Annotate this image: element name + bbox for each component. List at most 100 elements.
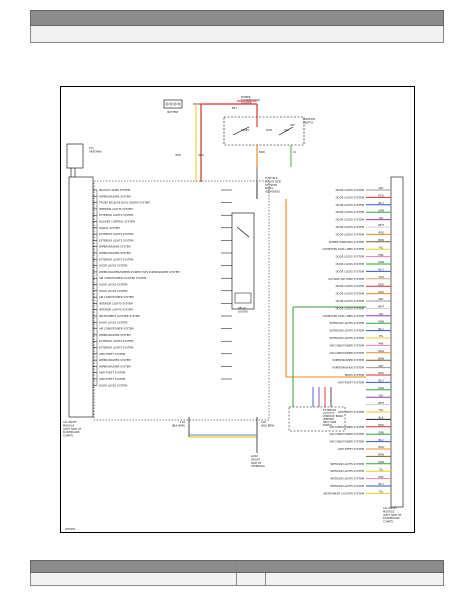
left-entry-label: WIPER/WASHER SYSTEM	[99, 194, 131, 198]
left-entry-label: WIPER/WASHER SYSTEM	[99, 245, 131, 249]
right-entry-label: SEATS SYSTEM	[345, 373, 364, 377]
right-wire-color-label: GRN	[378, 386, 384, 390]
left-entry-label: WIPER/WASHER/WIPERS POWER TILTS PUMP/WAS…	[99, 270, 180, 274]
ignition-switch-box	[223, 116, 305, 146]
left-entry-label: ANTI-THEFT SYSTEM	[99, 371, 125, 375]
right-module-label: MODULE	[383, 509, 395, 513]
ground-label: SIDE OF	[251, 461, 262, 465]
right-entry-label: POWER WINDOWS SYSTEM	[329, 240, 364, 244]
left-entry-label: AIR CONDITIONER SYSTEM	[99, 327, 134, 331]
right-entry-label: INTERIOR LIGHTS SYSTEM	[330, 469, 364, 473]
wire-label: C1	[293, 150, 297, 154]
remote-module-label: WINDOW BAND	[323, 414, 343, 418]
right-entry-label: AIR CONDITIONER SYSTEM	[329, 432, 364, 436]
fuse-block-label: OF INSTR	[265, 183, 277, 187]
right-wire-color-label: YEL	[379, 334, 384, 338]
ground-label: (RIGHT	[251, 457, 261, 461]
relay-box	[231, 212, 255, 310]
left-entry-label: DOOR LOCKS SYSTEM	[99, 289, 127, 293]
right-entry-label: ANTI-THEFT SYSTEM	[338, 447, 364, 451]
wiring-diagram: BATTERYPOWERDISTRIBUTIONSYSTEMREDORGB31I…	[60, 86, 415, 533]
right-entry-label: DOOR LOCKS SYSTEM	[336, 188, 364, 192]
right-wire-color-label: VIO	[379, 216, 384, 220]
right-wire-color-label: RED	[378, 194, 383, 198]
right-entry-label: INTERIOR LIGHTS SYSTEM	[330, 484, 364, 488]
page-footer-subbar	[30, 573, 444, 586]
left-entry-label: BLOWER CONTROL SYSTEM	[99, 220, 135, 224]
right-wire-color-label: BLU	[379, 327, 384, 331]
left-entry-label: EXTERIOR LIGHTS SYSTEM	[99, 213, 133, 217]
right-wire-color-label: BLU	[379, 482, 384, 486]
battery-label: BATTERY	[167, 110, 179, 114]
fuse-block-label: (REMOVED)	[265, 190, 280, 194]
remote-module-label: ACTIVITY	[323, 411, 335, 415]
left-module-label: DASHBOARD	[63, 430, 80, 434]
right-entry-label: AIR CONDITIONER SYSTEM	[329, 425, 364, 429]
relay-label: (DOOR)	[238, 309, 248, 313]
right-entry-label: WIPER/WASHER SYSTEM	[332, 366, 364, 370]
right-wire-color-label: YEL	[379, 408, 384, 412]
page-footer-bar	[30, 560, 444, 573]
fuse-block-label: FUSE BLK	[265, 176, 278, 180]
right-wire-color-label: YEL	[379, 490, 384, 494]
battery-cell	[169, 102, 173, 106]
wire-label: B31	[232, 106, 237, 110]
left-module-label: ALL ENTRY	[63, 420, 77, 424]
page-reference: WF0051	[65, 527, 76, 531]
right-entry-label: EXTERIOR LIGHTS SYSTEM	[330, 321, 364, 325]
left-module-label: (LEFT SIDE OF	[63, 427, 82, 431]
right-wire-color-label: GRY	[378, 297, 384, 301]
right-wire-color-label: BLK	[379, 416, 384, 420]
right-wire-color-label: PNK	[378, 253, 384, 257]
right-wire-color-label: RED	[378, 423, 383, 427]
right-entry-label: WIPER/WASHER SYSTEM	[332, 358, 364, 362]
right-module-label: ALL ENTRY	[383, 506, 397, 510]
right-wire-color-label: BLU	[379, 201, 384, 205]
ignition-switch-label: SWITCH	[303, 120, 313, 124]
left-module-label: MODULE	[63, 423, 75, 427]
right-entry-label: AIR CONDITIONER SYSTEM	[329, 440, 364, 444]
right-wire-color-label: WHT	[378, 223, 385, 227]
left-entry-label: WIPER/WASHER SYSTEM	[99, 333, 131, 337]
right-entry-label: DOOR LOCKS SYSTEM	[336, 195, 364, 199]
left-entry-label: SIGNAL SYSTEM	[99, 226, 120, 230]
right-entry-label: DOOR LOCKS SYSTEM	[336, 284, 364, 288]
right-wire-color-label: GRN	[378, 430, 384, 434]
fuse-block-label: (RIGHT SIDE	[265, 179, 281, 183]
right-entry-label: OUTSIDE AIR TEMP SYSTEM	[328, 277, 364, 281]
left-entry-label: EXTERIOR LIGHTS SYSTEM	[99, 346, 133, 350]
ignition-off-label: OFF	[290, 123, 296, 127]
right-wire-color-label: BRN	[378, 356, 384, 360]
antenna-label: TO I	[89, 146, 94, 150]
right-module-label: DASHBOARD	[383, 516, 400, 520]
right-entry-label: DOOR LOCKS SYSTEM	[336, 292, 364, 296]
left-entry-label: DOOR LOCKS SYSTEM	[99, 264, 127, 268]
right-entry-label: COMPUTER DATA LINES SYSTEM	[322, 247, 364, 251]
left-entry-label: AIR CONDITIONER CLUSTER SYSTEM	[99, 276, 146, 280]
left-entry-label: TRUNK RELEASE DUAL DOORS SYSTEM	[99, 201, 150, 205]
ground-wire-label: (BLK BRN)	[172, 423, 185, 427]
remote-module-box	[288, 406, 346, 432]
wiring-diagram-canvas: BATTERYPOWERDISTRIBUTIONSYSTEMREDORGB31I…	[63, 95, 404, 531]
right-entry-label: AIR CONDITIONER SYSTEM	[329, 351, 364, 355]
ground-wire-label: (BLK BRN)	[261, 423, 274, 427]
ignition-start-label: START	[241, 128, 249, 132]
left-entry-label: EXTERIOR LIGHTS SYSTEM	[99, 257, 133, 261]
footer-divider	[236, 561, 237, 572]
right-wire-color-label: ORG	[378, 445, 384, 449]
right-wire-color-label: WHT	[378, 401, 385, 405]
left-entry-label: DOOR LOCKS SYSTEM	[99, 383, 127, 387]
right-entry-label: INTERIOR LIGHTS SYSTEM	[330, 462, 364, 466]
power-dist-label: SYSTEM	[241, 101, 251, 105]
remote-module-label: EXTERIOR	[323, 408, 336, 412]
right-entry-label: DOOR LOCKS SYSTEM	[336, 218, 364, 222]
footer-divider	[265, 573, 266, 585]
ground-wire-label: 116	[261, 420, 266, 424]
ignition-switch-label: IGNITION	[303, 117, 315, 121]
right-wire-color-label: ORG	[378, 290, 384, 294]
right-wire-color-label: GRN	[378, 208, 384, 212]
fuse-block-label: PANEL	[265, 186, 274, 190]
ignition-acc-label: ACC	[284, 128, 290, 132]
right-wire-color-label: GRY	[378, 364, 384, 368]
right-entry-label: DOOR LOCKS SYSTEM	[336, 262, 364, 266]
